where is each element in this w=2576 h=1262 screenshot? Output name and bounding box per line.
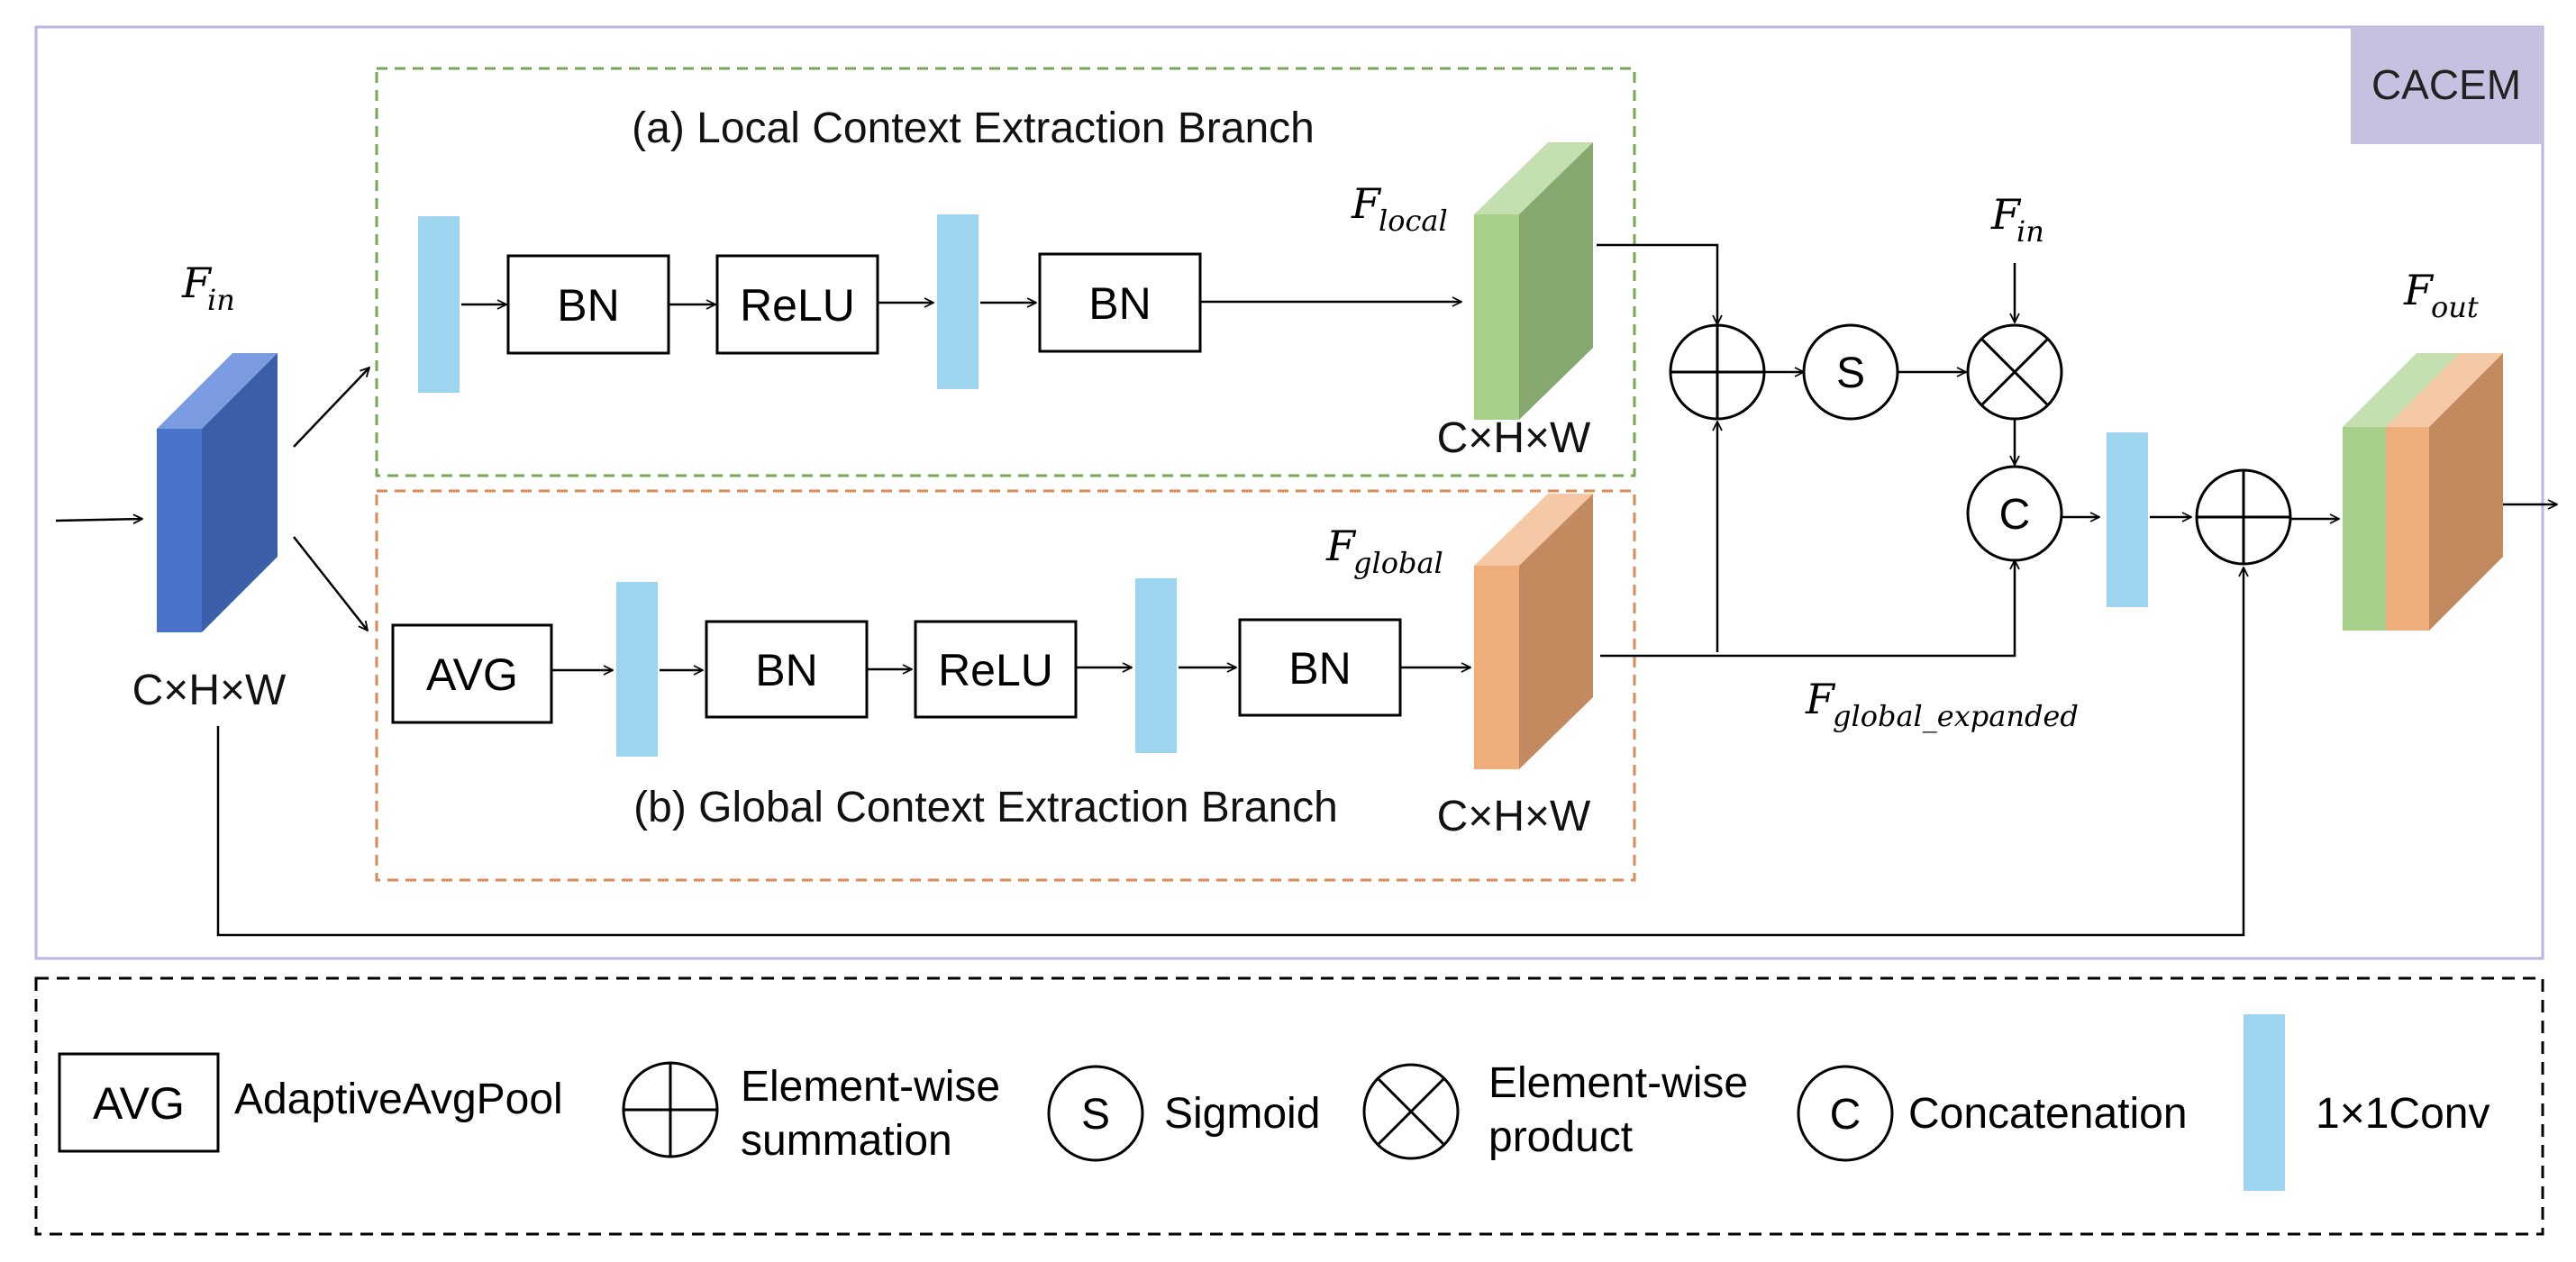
legend-product-label-2: product [1488, 1113, 1633, 1161]
legend-sigmoid-label: Sigmoid [1164, 1090, 1320, 1138]
local-relu: ReLU [715, 254, 879, 355]
fusion-product-circle [1966, 323, 2063, 421]
global-bn-2: BN [1238, 618, 1402, 717]
svg-text:F: F [1805, 675, 1836, 723]
input-feature-cube [157, 353, 278, 632]
svg-text:F: F [1990, 190, 2022, 239]
svg-text:F: F [1325, 522, 1357, 570]
f-out-label: F out [2403, 266, 2479, 324]
module-border [34, 25, 2544, 960]
legend-concat-label: Concatenation [1908, 1090, 2188, 1138]
local-bn-2: BN [1038, 252, 1202, 353]
global-relu: ReLU [914, 620, 1078, 719]
svg-text:C: C [1999, 491, 2031, 539]
cacem-label: CACEM [2371, 61, 2521, 108]
svg-text:global: global [1353, 546, 1443, 580]
svg-text:ReLU: ReLU [740, 280, 855, 331]
legend-product-icon [1362, 1063, 1460, 1160]
legend-concat-icon: C [1797, 1065, 1894, 1162]
svg-text:ReLU: ReLU [938, 645, 1053, 695]
legend-conv-label: 1×1Conv [2316, 1090, 2490, 1138]
local-conv-1 [418, 216, 460, 393]
svg-text:BN: BN [1288, 643, 1351, 694]
svg-text:global_expanded: global_expanded [1833, 699, 2079, 733]
legend-sigmoid-icon: S [1047, 1065, 1144, 1162]
legend-sum-label-2: summation [741, 1117, 952, 1165]
f-global-dims: C×H×W [1437, 793, 1591, 840]
f-global-label: F global [1325, 522, 1443, 580]
legend-conv-icon [2244, 1014, 2285, 1191]
fusion-sum-circle [1669, 323, 1766, 421]
f-global-expanded-label: F global_expanded [1805, 675, 2079, 733]
f-local-dims: C×H×W [1437, 414, 1591, 462]
f-out-cube [2343, 353, 2503, 631]
fin-right-label: F in [1990, 190, 2044, 249]
local-conv-2 [937, 214, 979, 389]
svg-text:AVG: AVG [93, 1078, 185, 1129]
fusion-conv [2107, 432, 2148, 607]
legend-product-label-1: Element-wise [1488, 1059, 1748, 1107]
svg-text:F: F [2403, 266, 2435, 314]
local-branch-frame [375, 67, 1636, 477]
fusion-sigmoid-circle: S [1802, 323, 1899, 421]
global-bn-1: BN [705, 620, 869, 719]
svg-text:F: F [1351, 179, 1382, 228]
svg-text:F: F [181, 259, 213, 307]
legend-sum-icon [622, 1061, 719, 1158]
svg-text:C: C [1830, 1091, 1861, 1139]
f-global-cube [1474, 494, 1593, 769]
svg-text:in: in [2016, 214, 2044, 249]
fusion-concat-circle: C [1966, 465, 2063, 562]
cacem-badge: CACEM [2351, 27, 2543, 144]
legend-sum-label-1: Element-wise [741, 1063, 1000, 1111]
svg-text:BN: BN [1088, 278, 1151, 329]
svg-text:S: S [1081, 1091, 1110, 1139]
final-sum-circle [2195, 468, 2292, 566]
local-branch-title: (a) Local Context Extraction Branch [632, 104, 1315, 152]
global-conv-1 [616, 582, 658, 757]
svg-text:out: out [2431, 290, 2479, 324]
f-local-cube [1474, 142, 1593, 420]
svg-text:BN: BN [755, 645, 817, 695]
legend-avg-label: AdaptiveAvgPool [234, 1076, 563, 1123]
global-branch-frame [375, 489, 1636, 882]
svg-text:BN: BN [557, 280, 619, 331]
global-branch-title: (b) Global Context Extraction Branch [633, 784, 1338, 831]
local-bn-1: BN [506, 254, 670, 355]
legend-frame [34, 976, 2544, 1236]
global-avg: AVG [391, 623, 553, 724]
svg-text:local: local [1379, 204, 1448, 238]
svg-text:S: S [1836, 350, 1865, 397]
f-local-label: F local [1351, 179, 1448, 238]
global-conv-2 [1135, 578, 1177, 753]
fin-left-dims: C×H×W [132, 667, 287, 714]
legend-avg-box: AVG [58, 1052, 220, 1153]
fin-left-label: F in [181, 259, 235, 317]
svg-text:in: in [207, 283, 235, 317]
svg-text:AVG: AVG [426, 649, 518, 700]
